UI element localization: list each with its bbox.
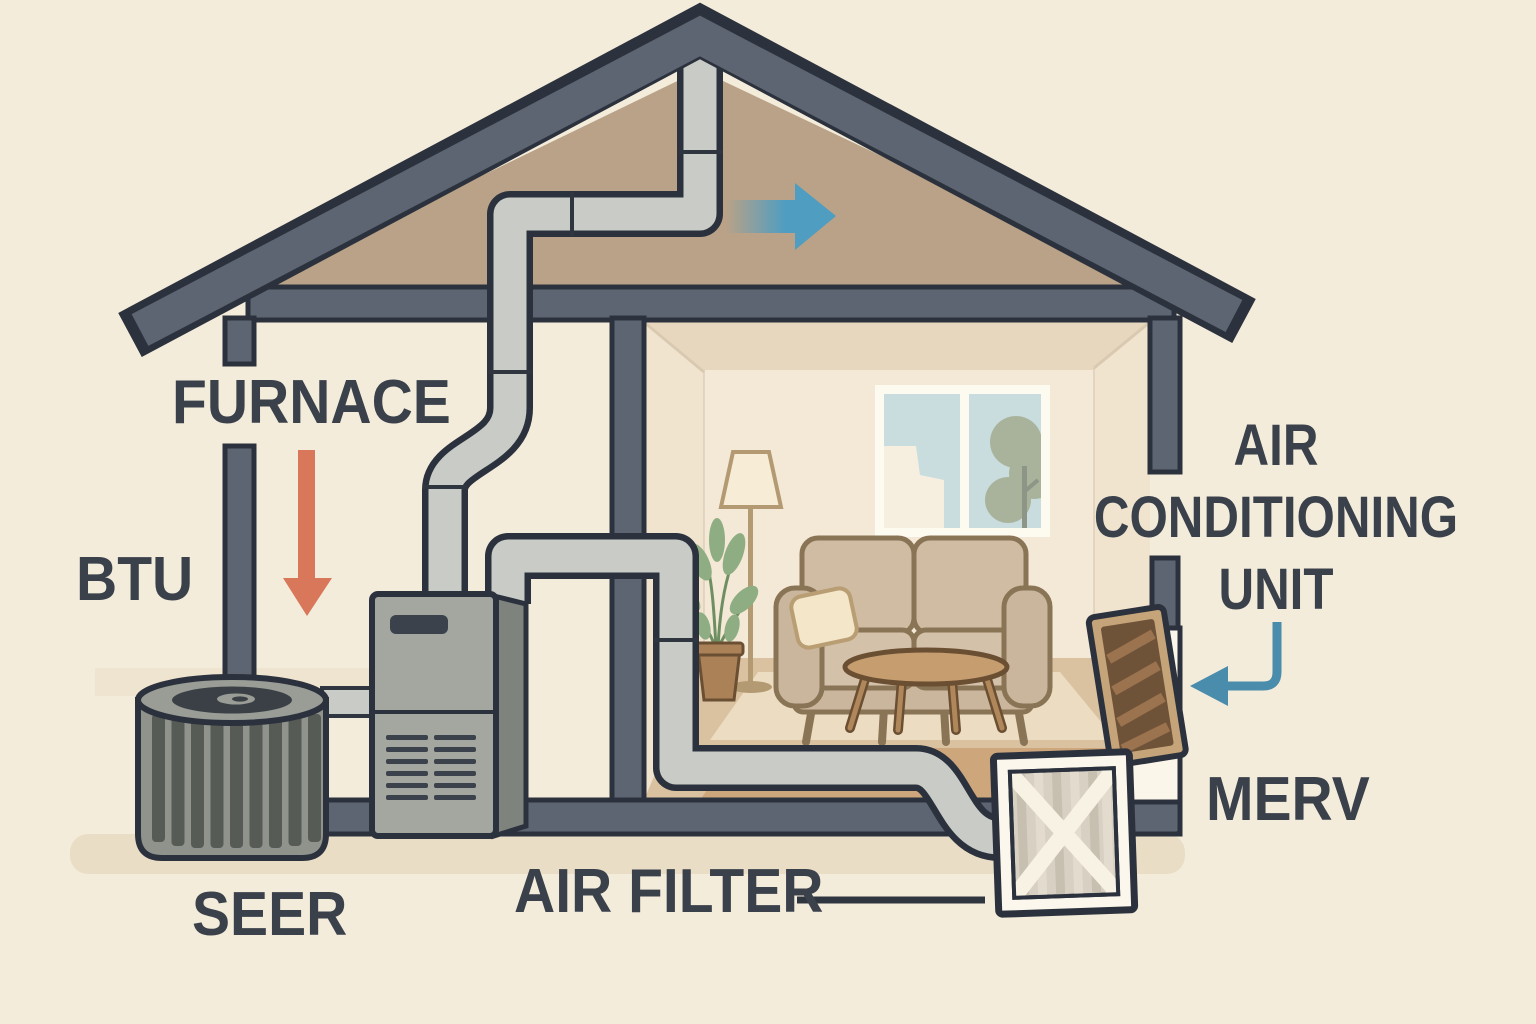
label-ac-unit: AIR CONDITIONING UNIT bbox=[1081, 410, 1472, 626]
living-room bbox=[644, 320, 1150, 802]
label-ac-unit-line3: UNIT bbox=[1218, 557, 1334, 622]
left-wall-upper bbox=[222, 315, 257, 367]
ductwork bbox=[422, 58, 1023, 861]
furnace-vent-grille bbox=[386, 735, 476, 800]
sofa bbox=[773, 535, 1053, 746]
furnace-heat-arrow bbox=[298, 450, 315, 578]
furnace-heat-arrow-head bbox=[283, 578, 332, 616]
air-filter bbox=[989, 748, 1139, 918]
table-top bbox=[842, 647, 1010, 687]
supply-duct bbox=[491, 539, 1017, 855]
label-ac-unit-line1: AIR bbox=[1233, 413, 1319, 478]
vent-register bbox=[1085, 603, 1189, 769]
attic-airflow-arrow bbox=[726, 200, 796, 233]
furnace-unit bbox=[369, 591, 529, 840]
coffee-table bbox=[842, 647, 1010, 735]
left-wall-lower bbox=[222, 443, 257, 699]
ac-unit-pointer-line bbox=[1226, 622, 1282, 691]
label-merv: MERV bbox=[1206, 765, 1370, 834]
right-wall-upper bbox=[1147, 315, 1183, 475]
label-furnace: FURNACE bbox=[172, 368, 451, 437]
vent-slats bbox=[1106, 629, 1171, 754]
refrigerant-line bbox=[320, 686, 380, 718]
roof bbox=[118, 2, 1256, 358]
riser-duct bbox=[428, 58, 717, 604]
throw-pillow bbox=[789, 586, 859, 650]
ac-condenser-unit bbox=[135, 674, 329, 861]
label-air-filter: AIR FILTER bbox=[514, 857, 824, 926]
label-btu: BTU bbox=[76, 545, 194, 614]
condenser-coil-fins bbox=[152, 714, 321, 848]
annotations bbox=[283, 183, 1282, 904]
plant-pot bbox=[696, 648, 742, 702]
sofa-arm-right bbox=[1001, 585, 1053, 709]
window-building-silhouette bbox=[884, 446, 944, 528]
ceiling-beam bbox=[245, 284, 1177, 323]
label-ac-unit-line2: CONDITIONING bbox=[1093, 485, 1459, 550]
filter-media bbox=[1009, 768, 1119, 898]
furnace-display-slot bbox=[390, 615, 448, 634]
lamp-shade bbox=[718, 450, 784, 509]
label-seer: SEER bbox=[192, 880, 348, 949]
window bbox=[875, 385, 1050, 537]
attic-airflow-arrow-head bbox=[795, 183, 836, 250]
ac-unit-pointer-arrow-head bbox=[1190, 666, 1228, 706]
ground-shadow bbox=[70, 834, 1185, 874]
sofa-legs bbox=[802, 704, 1028, 746]
duct-couplings bbox=[423, 150, 723, 642]
room-ceiling bbox=[644, 320, 1150, 370]
window-tree-silhouette bbox=[985, 416, 1041, 528]
